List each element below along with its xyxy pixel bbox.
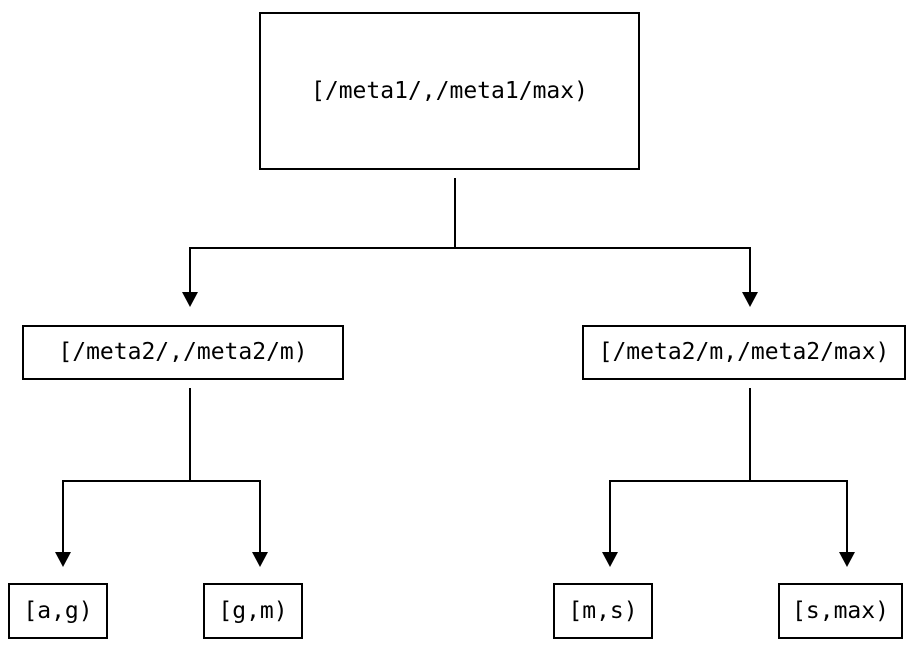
node-leaf-ms: [m,s) (553, 583, 653, 639)
connector-root-stem (189, 178, 751, 292)
arrowhead-icon (839, 552, 855, 567)
node-meta2-right-label: [/meta2/m,/meta2/max) (598, 339, 890, 365)
node-meta2-left: [/meta2/,/meta2/m) (22, 325, 344, 380)
node-meta2-right: [/meta2/m,/meta2/max) (582, 325, 906, 380)
node-leaf-gm-label: [g,m) (218, 597, 288, 624)
node-leaf-ms-label: [m,s) (568, 597, 638, 624)
connector-root-to-level2 (182, 178, 758, 307)
arrowhead-icon (252, 552, 268, 567)
node-leaf-ag: [a,g) (8, 583, 108, 639)
node-root-label: [/meta1/,/meta1/max) (311, 77, 588, 104)
connector-right-stem (609, 388, 848, 552)
arrowhead-icon (602, 552, 618, 567)
arrowhead-icon (182, 292, 198, 307)
node-leaf-smax: [s,max) (778, 583, 903, 639)
node-leaf-smax-label: [s,max) (792, 597, 889, 624)
connector-left-stem (62, 388, 261, 552)
node-leaf-gm: [g,m) (203, 583, 303, 639)
connector-right-subtree (602, 388, 855, 567)
node-meta2-left-label: [/meta2/,/meta2/m) (58, 339, 308, 365)
arrowhead-icon (742, 292, 758, 307)
connector-left-subtree (55, 388, 268, 567)
node-root: [/meta1/,/meta1/max) (259, 12, 640, 170)
arrowhead-icon (55, 552, 71, 567)
node-leaf-ag-label: [a,g) (23, 597, 93, 624)
